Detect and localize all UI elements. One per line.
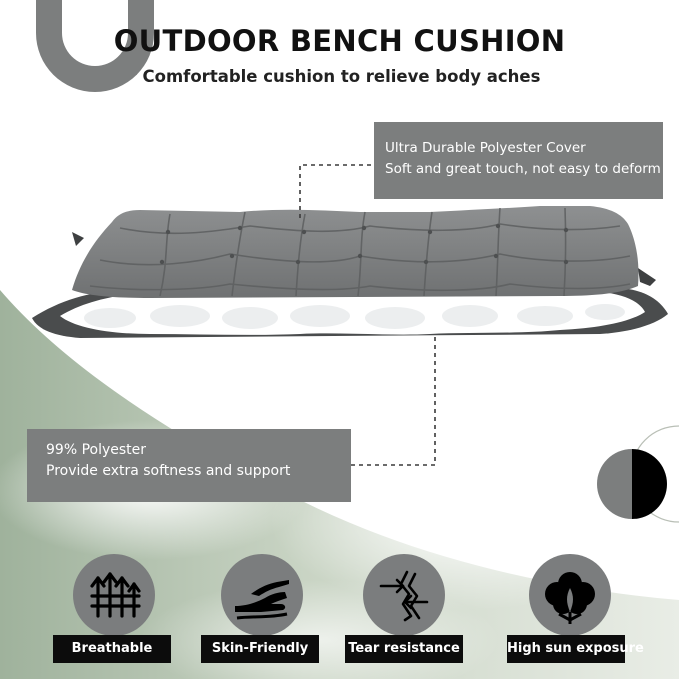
half-circle-black-shape bbox=[632, 449, 667, 519]
cover-callout-connector bbox=[299, 164, 374, 218]
filling-callout-heading: 99% Polyester bbox=[46, 442, 147, 458]
feature-label: Tear resistance bbox=[345, 635, 463, 663]
filling-callout-box: 99% Polyester Provide extra softness and… bbox=[27, 429, 351, 502]
filling-callout-connector bbox=[351, 337, 436, 466]
half-circle-gray-shape bbox=[597, 449, 632, 519]
breathable-arrows-icon bbox=[73, 554, 155, 636]
page-title: OUTDOOR BENCH CUSHION bbox=[113, 24, 566, 58]
feature-label: High sun exposure bbox=[507, 635, 644, 663]
feature-label: Skin-Friendly bbox=[201, 635, 319, 663]
feature-label: Breathable bbox=[53, 635, 171, 663]
cover-callout-text: Soft and great touch, not easy to deform bbox=[385, 161, 661, 177]
cover-callout-box: Ultra Durable Polyester Cover Soft and g… bbox=[374, 122, 663, 199]
page-subtitle: Comfortable cushion to relieve body ache… bbox=[142, 67, 541, 86]
bench-cushion-image bbox=[32, 206, 668, 338]
cover-callout-heading: Ultra Durable Polyester Cover bbox=[385, 140, 586, 156]
hand-touch-icon bbox=[221, 554, 303, 636]
tear-resistance-icon bbox=[363, 554, 445, 636]
filling-callout-text: Provide extra softness and support bbox=[46, 463, 291, 479]
cotton-flower-icon bbox=[529, 554, 611, 636]
